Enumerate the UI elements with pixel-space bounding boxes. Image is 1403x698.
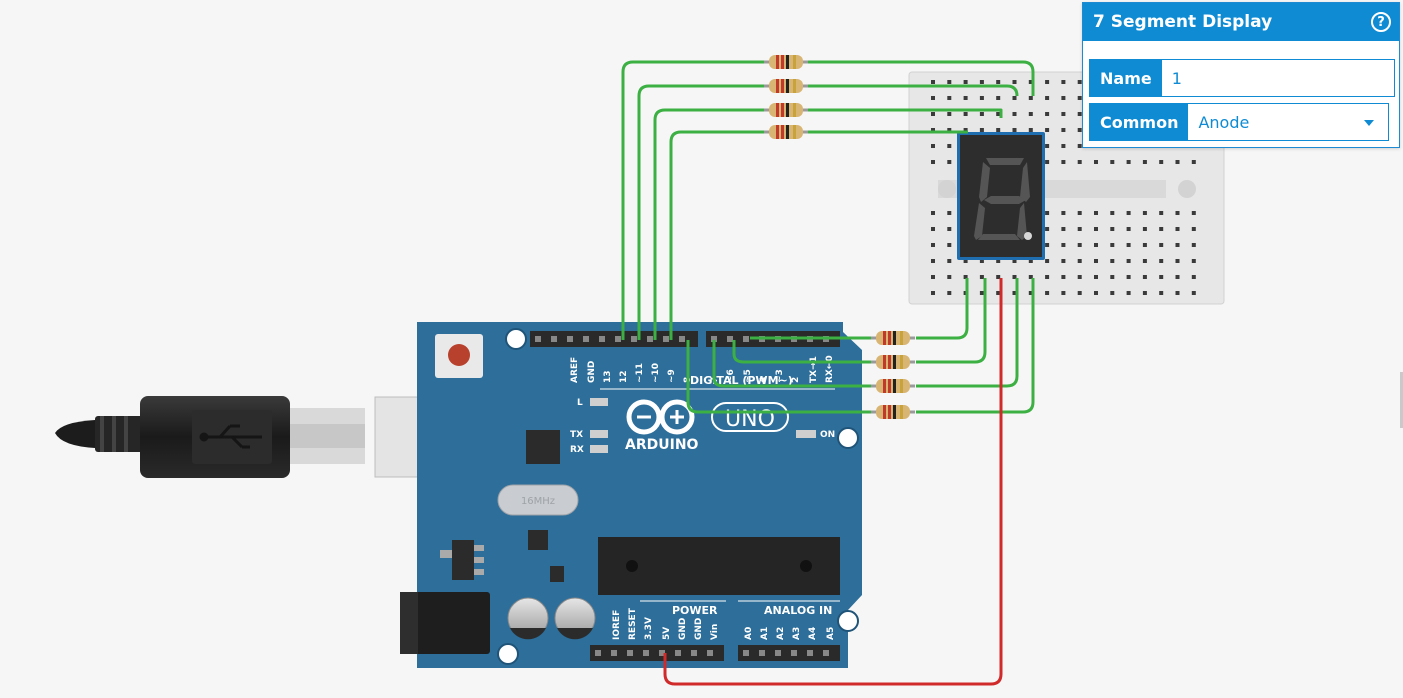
digital-pin-label: 4 <box>759 377 769 383</box>
resistor[interactable] <box>871 379 915 393</box>
crystal-oscillator: 16MHz <box>497 484 579 516</box>
tx-led-label: TX <box>570 430 583 440</box>
common-label: Common <box>1090 104 1189 140</box>
arduino-brand-label: ARDUINO <box>625 437 699 453</box>
digital-pin-label: ~6 <box>726 369 736 383</box>
resistor[interactable] <box>871 331 915 345</box>
crystal-label: 16MHz <box>521 496 555 507</box>
usb-icon <box>199 424 262 449</box>
resistor[interactable] <box>871 355 915 369</box>
capacitor <box>507 597 596 640</box>
digital-pin-label: ~5 <box>743 369 753 383</box>
analog-pin-label: A4 <box>808 627 818 640</box>
digital-pin-label: RX←0 <box>825 355 835 383</box>
resistor[interactable] <box>764 103 808 117</box>
digital-pin-label: TX→1 <box>809 356 819 383</box>
scrollbar-handle[interactable] <box>1400 372 1403 428</box>
power-pin-label: 5V <box>662 627 672 640</box>
on-led-label: ON <box>820 430 835 440</box>
wires-green[interactable] <box>621 60 1035 414</box>
common-field-row: Common Anode <box>1089 103 1389 141</box>
power-pin-label: 3.3V <box>644 617 654 640</box>
digital-pin-label: 2 <box>791 377 801 383</box>
analog-pin-label: A5 <box>826 627 836 640</box>
reset-button[interactable] <box>435 334 483 378</box>
resistor[interactable] <box>764 79 808 93</box>
digital-pin-label: 12 <box>619 370 629 383</box>
l-led-label: L <box>577 398 583 408</box>
analog-pin-label: A3 <box>792 627 802 640</box>
power-header[interactable] <box>590 645 840 661</box>
analog-pin-label: A1 <box>760 627 770 640</box>
digital-pin-label: ~10 <box>651 363 661 383</box>
arduino-uno-board[interactable]: 16MHz <box>400 322 862 668</box>
power-pin-label: GND <box>678 618 688 640</box>
digital-pin-label: ~9 <box>667 369 677 383</box>
power-pin-label: GND <box>694 618 704 640</box>
rx-led-label: RX <box>570 445 584 455</box>
power-label: POWER <box>672 604 718 617</box>
seven-segment-display[interactable] <box>957 132 1045 260</box>
common-select-value: Anode <box>1198 112 1250 132</box>
chevron-down-icon[interactable] <box>1364 120 1374 126</box>
digital-pin-label: ~11 <box>635 363 645 383</box>
resistor[interactable] <box>871 405 915 419</box>
resistor[interactable] <box>764 125 808 139</box>
component-inspector-panel: 7 Segment Display ? Name 1 Common Anode <box>1082 2 1400 148</box>
digital-pin-label: AREF <box>570 357 580 383</box>
inspector-title: 7 Segment Display <box>1093 12 1273 32</box>
arduino-logo <box>626 399 789 435</box>
help-icon[interactable]: ? <box>1371 12 1391 32</box>
analog-pin-label: A2 <box>776 627 786 640</box>
power-pin-label: RESET <box>628 607 638 640</box>
analog-pin-label: A0 <box>744 627 754 640</box>
digital-pin-label: 13 <box>603 370 613 383</box>
power-pin-label: Vin <box>710 624 720 640</box>
power-pin-label: IOREF <box>612 610 622 640</box>
digital-pin-label: ~3 <box>775 369 785 383</box>
wire-red[interactable] <box>663 278 1003 686</box>
inspector-header: 7 Segment Display ? <box>1083 3 1399 41</box>
power-jack[interactable] <box>400 592 490 654</box>
microcontroller-chip <box>598 537 840 595</box>
name-input[interactable]: 1 <box>1171 68 1182 88</box>
digital-pin-label: GND <box>587 361 597 383</box>
resistors[interactable] <box>764 55 915 419</box>
resistor[interactable] <box>764 55 808 69</box>
common-select[interactable]: Anode <box>1188 104 1388 140</box>
name-label: Name <box>1090 60 1162 96</box>
analog-in-label: ANALOG IN <box>764 604 832 617</box>
name-field-row: Name 1 <box>1089 59 1395 97</box>
